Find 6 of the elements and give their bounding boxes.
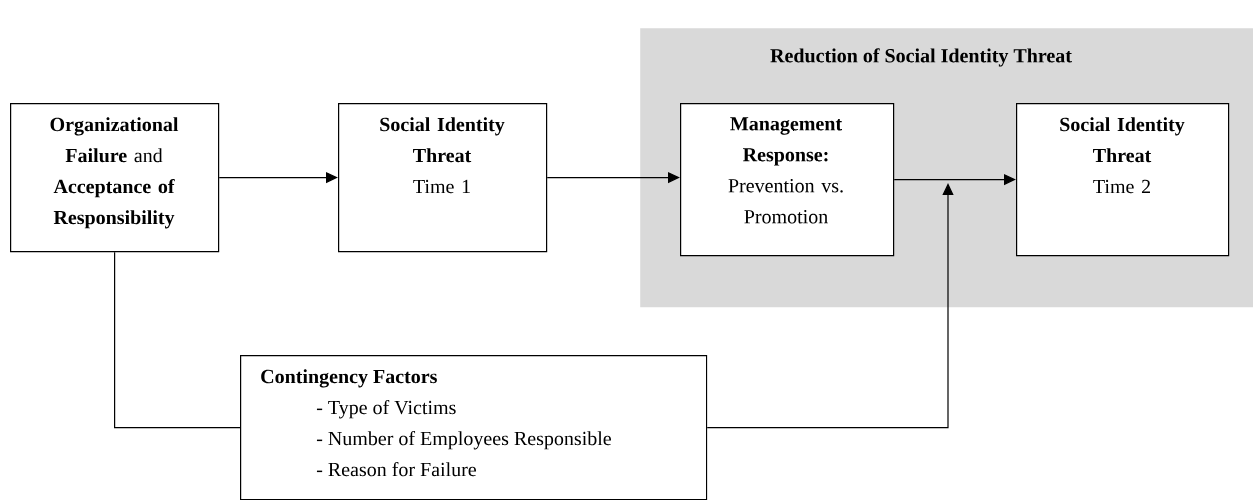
factor-box: Contingency Factors - Type of Victims - Number of Employees Responsible - Reason for Failure: [240, 355, 708, 500]
process-box: Social Identity Threat Time 2: [1016, 103, 1230, 257]
process-box: Organizational Failure and Acceptance of Responsibility: [10, 103, 220, 253]
arrow: [706, 183, 954, 429]
process-box: Social Identity Threat Time 1: [338, 103, 548, 253]
process-box: Management Response: Prevention vs. Promotion: [680, 103, 895, 257]
